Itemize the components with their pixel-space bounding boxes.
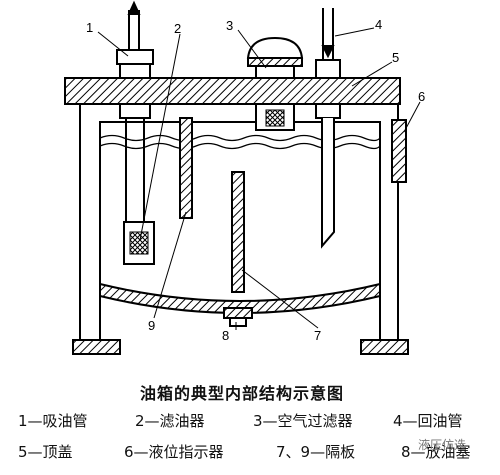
callout-7: 7 bbox=[314, 328, 321, 343]
callout-6: 6 bbox=[418, 89, 425, 104]
legend-item-baffles: 7、9—隔板 bbox=[276, 443, 356, 461]
callout-5: 5 bbox=[392, 50, 399, 65]
legend-item-air-filter: 3—空气过滤器 bbox=[253, 412, 353, 430]
figure-title: 油箱的典型内部结构示意图 bbox=[140, 384, 345, 403]
callout-3: 3 bbox=[226, 18, 233, 33]
oil-level bbox=[99, 134, 381, 150]
legend-row-1: 1—吸油管 2—滤油器 3—空气过滤器 4—回油管 bbox=[18, 410, 488, 431]
callout-1: 1 bbox=[86, 20, 93, 35]
legend-item-drain-plug: 8—放油塞 bbox=[401, 443, 471, 461]
return-pipe bbox=[315, 8, 341, 249]
legend-item-level-indicator: 6—液位指示器 bbox=[124, 443, 224, 461]
drain-plug bbox=[223, 307, 253, 327]
callout-leaders bbox=[97, 27, 421, 330]
oil-filter bbox=[123, 221, 155, 265]
oil-tank-diagram: 1 2 3 4 5 6 7 8 9 bbox=[64, 0, 425, 355]
caption: 油箱的典型内部结构示意图 1—吸油管 2—滤油器 3—空气过滤器 4—回油管 5—顶盖… bbox=[0, 377, 500, 475]
legend-item-suction-pipe: 1—吸油管 bbox=[18, 412, 88, 430]
callout-8: 8 bbox=[222, 328, 229, 343]
suction-pipe bbox=[116, 0, 154, 232]
legend-item-return-pipe: 4—回油管 bbox=[393, 412, 463, 430]
watermark: 液压仿选 bbox=[418, 438, 467, 452]
callout-4: 4 bbox=[375, 17, 382, 32]
legend-item-top-cover: 5—顶盖 bbox=[18, 443, 73, 461]
level-indicator bbox=[391, 119, 407, 183]
baffle-7 bbox=[231, 171, 245, 293]
tank-walls bbox=[72, 104, 409, 355]
callout-9: 9 bbox=[148, 318, 155, 333]
air-filter bbox=[246, 36, 304, 131]
legend-item-oil-filter: 2—滤油器 bbox=[135, 412, 205, 430]
top-cover bbox=[64, 77, 401, 105]
baffle-9 bbox=[179, 117, 193, 219]
tank-bottom bbox=[99, 282, 381, 314]
legend-row-2: 5—顶盖 6—液位指示器 7、9—隔板 8—放油塞 bbox=[18, 441, 488, 462]
callout-2: 2 bbox=[174, 21, 181, 36]
